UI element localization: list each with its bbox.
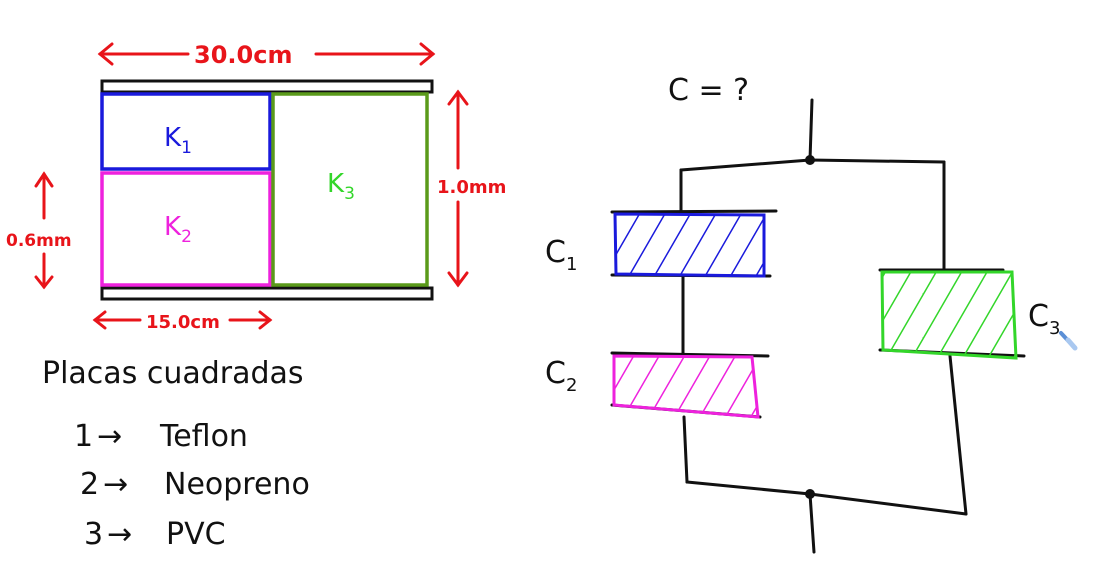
dimension-annotations	[34, 42, 469, 330]
width-total-arrow	[97, 42, 436, 66]
capacitor-cross-section: K1 K2 K3	[100, 79, 434, 301]
c2-label: C2	[545, 356, 577, 396]
width-total-label: 30.0cm	[194, 41, 292, 69]
sep-total-arrow	[447, 89, 469, 288]
svg-text:2→: 2→	[80, 467, 128, 502]
top-plate	[100, 79, 434, 94]
k2-region	[100, 171, 272, 287]
sep-partial-label: 0.6mm	[6, 231, 72, 251]
note-item-3: 3→ PVC	[84, 517, 226, 552]
k1-region	[100, 92, 272, 171]
c2-dielectric	[612, 354, 760, 419]
k2-label: K2	[164, 212, 192, 247]
note-item-1: 1→ Teflon	[74, 419, 248, 454]
note-item-2: 2→ Neopreno	[80, 467, 310, 502]
k3-label: K3	[327, 169, 355, 204]
svg-text:Neopreno: Neopreno	[164, 467, 310, 502]
width-half-arrow	[92, 310, 273, 330]
question-label: C = ?	[668, 73, 749, 108]
top-node	[805, 155, 815, 165]
svg-text:Teflon: Teflon	[159, 419, 248, 454]
sep-partial-arrow	[34, 171, 54, 290]
c3-dielectric	[880, 270, 1018, 360]
bottom-node	[805, 489, 815, 499]
bottom-plate	[100, 286, 434, 301]
svg-text:1→: 1→	[74, 419, 122, 454]
svg-text:3→: 3→	[84, 517, 132, 552]
k3-region	[271, 92, 429, 287]
k1-label: K1	[164, 123, 192, 158]
notes-title: Placas cuadradas	[42, 356, 304, 391]
svg-text:PVC: PVC	[166, 517, 226, 552]
sep-total-label: 1.0mm	[437, 177, 506, 198]
c1-dielectric	[613, 212, 766, 278]
c1-label: C1	[545, 235, 577, 275]
c3-label: C3	[1028, 299, 1060, 339]
notes: Placas cuadradas 1→ Teflon 2→ Neopreno 3…	[42, 356, 310, 552]
pen-cursor-icon	[1059, 331, 1078, 351]
width-half-label: 15.0cm	[146, 312, 220, 333]
